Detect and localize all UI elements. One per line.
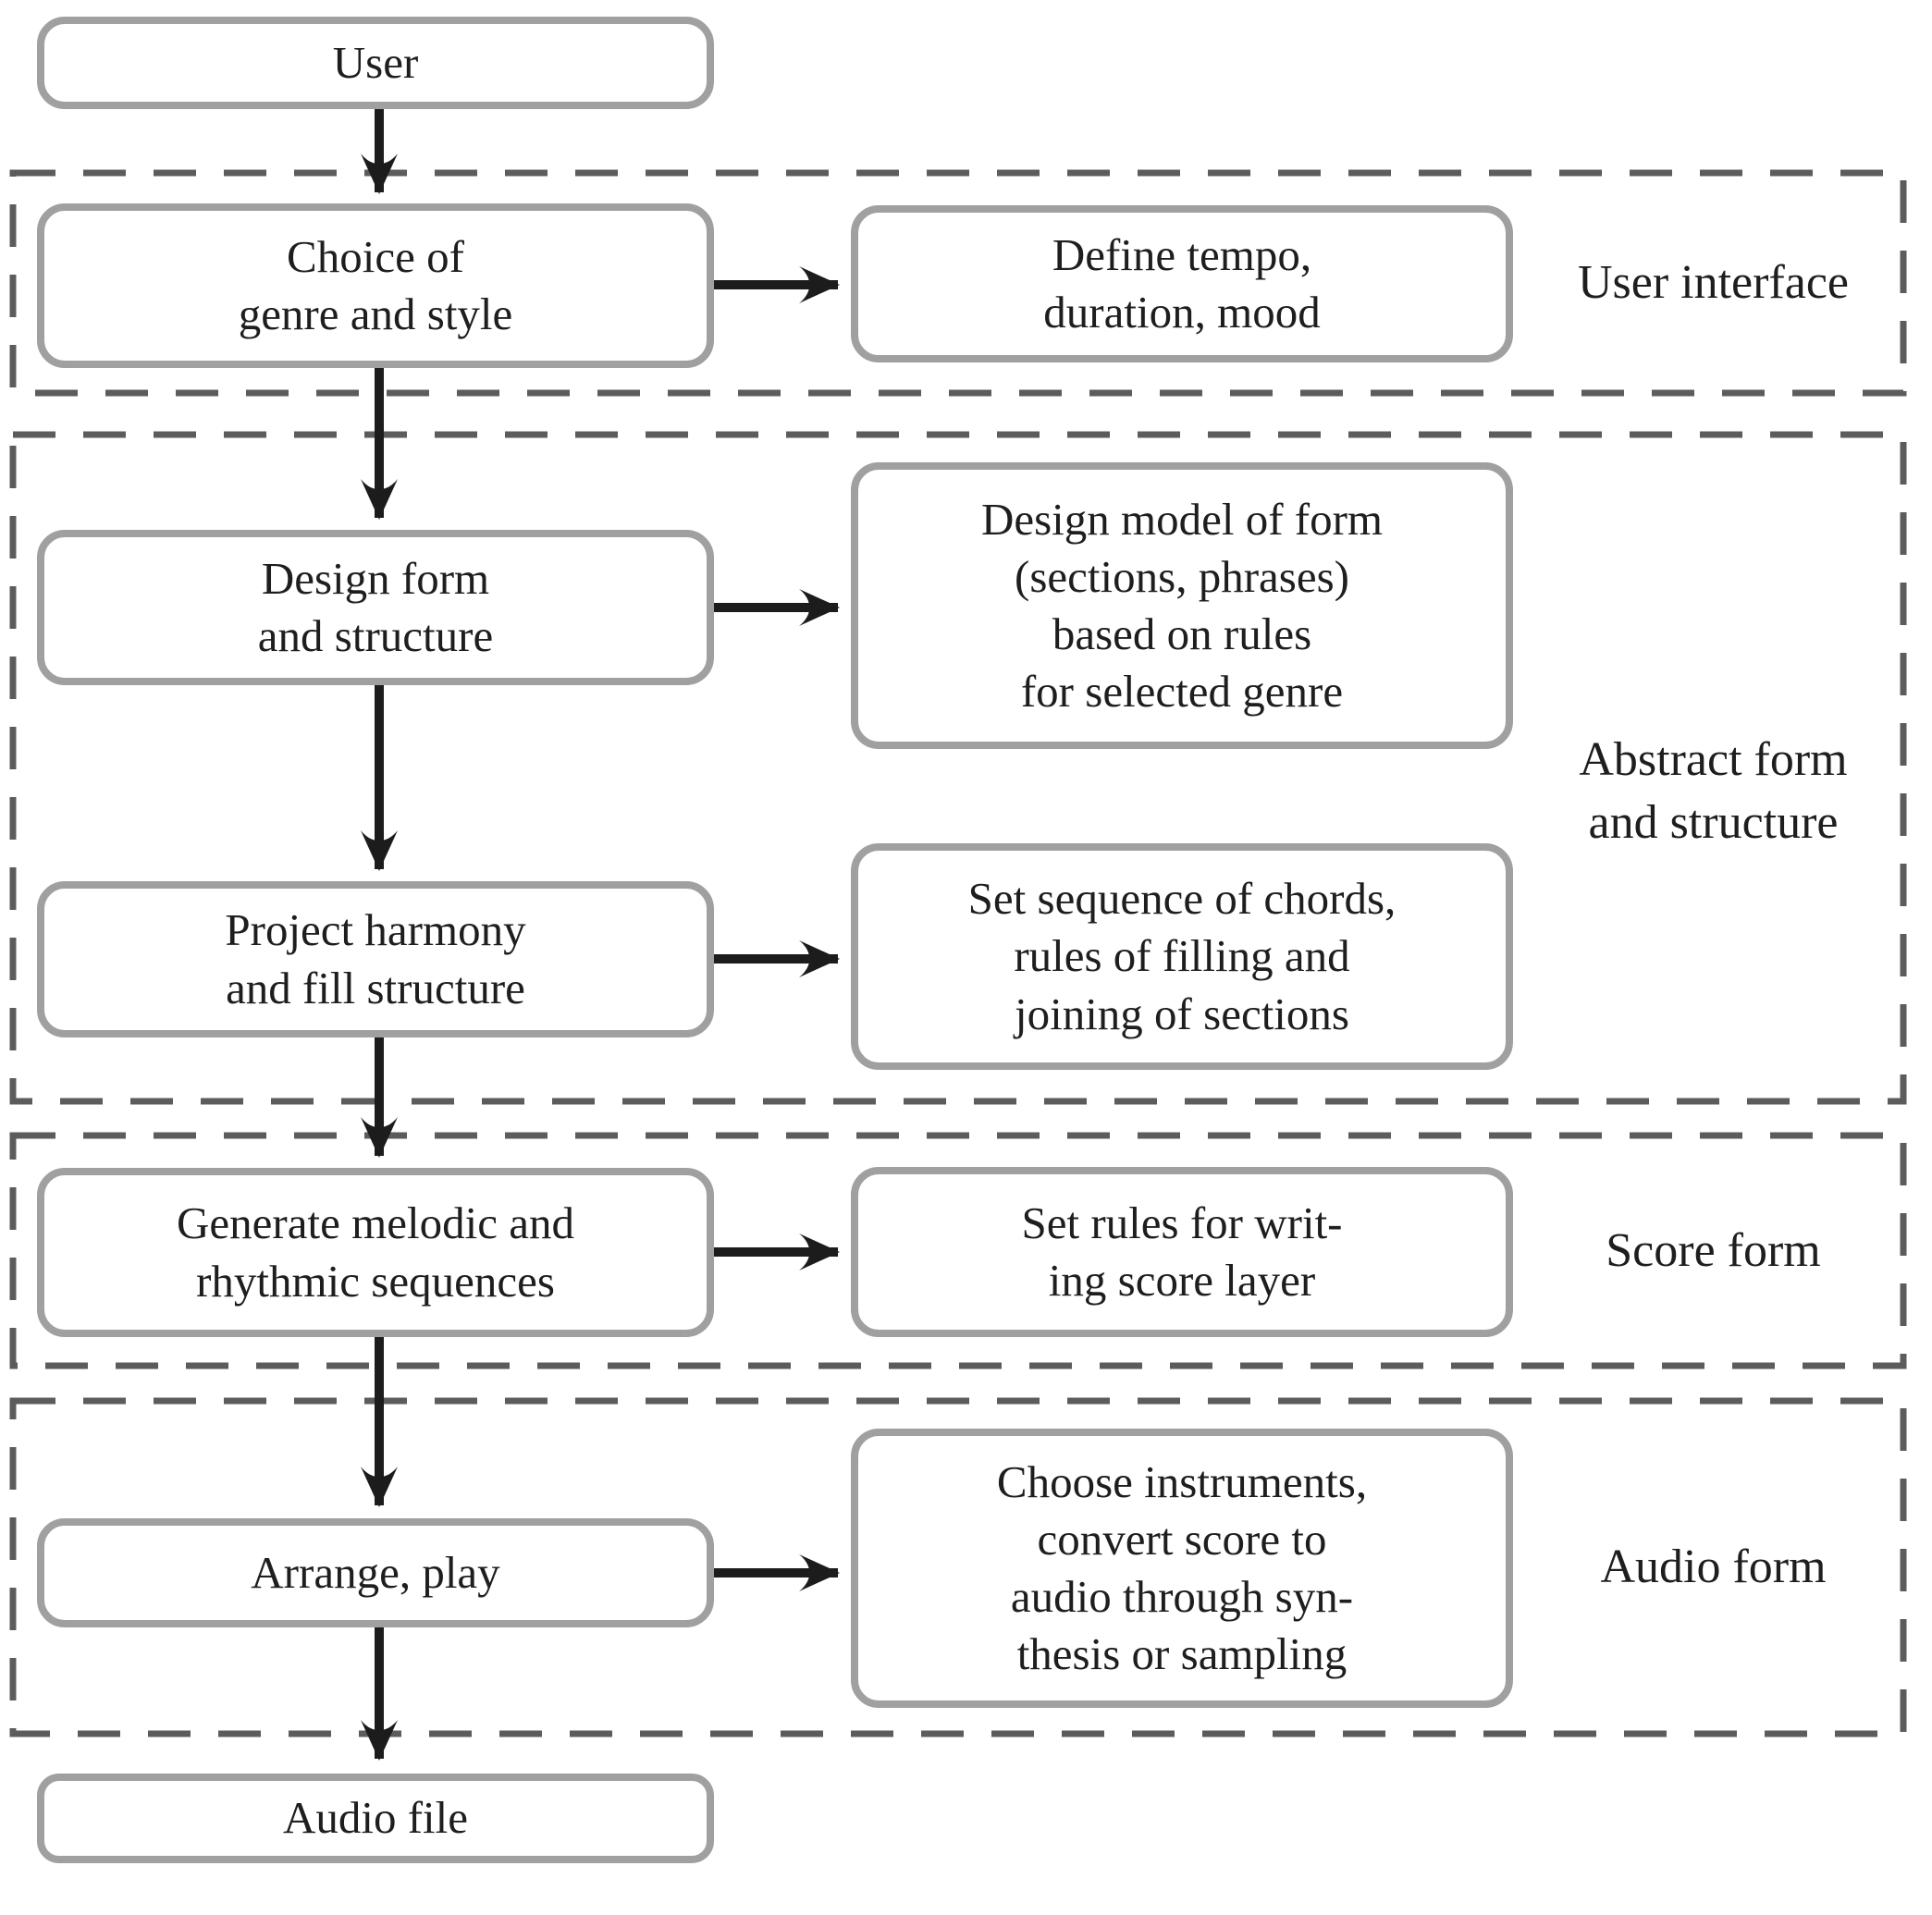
region-score-form-border xyxy=(9,1132,1907,1369)
node-define-tempo-duration-mood: Define tempo, duration, mood xyxy=(851,205,1513,362)
node-generate-melodic-and-rhythmic-sequences: Generate melodic and rhythmic sequences xyxy=(37,1168,714,1337)
region-label-score-form: Score form xyxy=(1606,1223,1821,1277)
region-abstract-form-border xyxy=(9,431,1907,1105)
node-audio-file: Audio file xyxy=(37,1774,714,1863)
node-arrange-play: Arrange, play xyxy=(37,1518,714,1627)
node-design-model-of-form: Design model of form (sections, phrases)… xyxy=(851,462,1513,749)
node-choose-instruments: Choose instruments, convert score to aud… xyxy=(851,1429,1513,1708)
node-user: User xyxy=(37,17,714,109)
node-choice-of-genre-and-style: Choice of genre and style xyxy=(37,203,714,368)
node-project-harmony-and-fill-structure: Project harmony and fill structure xyxy=(37,881,714,1037)
region-label-abstract-form-and-structure: Abstract form and structure xyxy=(1579,733,1848,849)
node-set-sequence-of-chords: Set sequence of chords, rules of filling… xyxy=(851,843,1513,1070)
node-design-form-and-structure: Design form and structure xyxy=(37,530,714,685)
node-set-rules-for-writing-score-layer: Set rules for writ- ing score layer xyxy=(851,1167,1513,1337)
region-user-interface-border xyxy=(9,169,1907,397)
region-audio-form-border xyxy=(9,1397,1907,1737)
region-label-user-interface: User interface xyxy=(1577,256,1850,310)
region-label-audio-form: Audio form xyxy=(1600,1541,1827,1594)
